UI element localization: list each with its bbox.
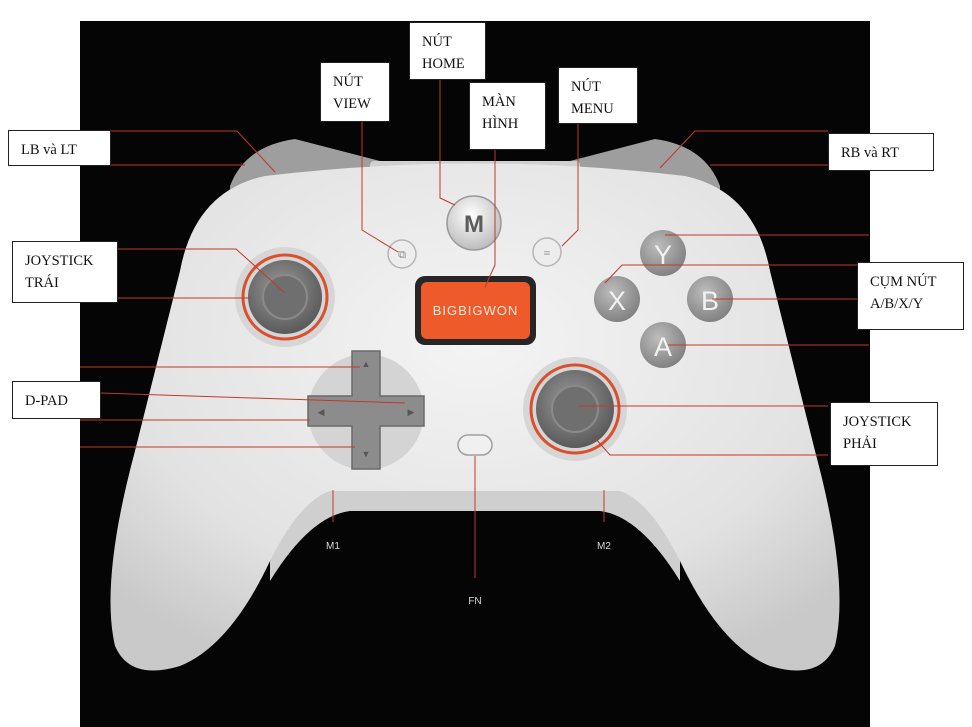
fn-button[interactable]: [457, 434, 493, 456]
callout-screen: MÀN HÌNH: [469, 82, 546, 150]
dpad-left-icon: ◀: [318, 407, 325, 417]
home-logo-icon: M: [464, 211, 484, 238]
dpad-down-icon: ▼: [362, 449, 371, 459]
gamepad-illustration: ▲ ▼ ◀ ▶ ⧉ M ≡ BIGBIGWON Y X B A M1 M2 FN: [110, 139, 840, 671]
callout-dpad: D-PAD: [12, 381, 101, 419]
right-stick-cap: [551, 385, 599, 433]
callout-menu-button: NÚT MENU: [558, 67, 638, 124]
callout-rb-rt: RB và RT: [828, 133, 934, 171]
x-button[interactable]: [594, 276, 640, 322]
display-screen: [421, 282, 530, 339]
m1-label: M1: [326, 541, 340, 552]
left-stick-cap: [262, 274, 308, 320]
x-label: X: [608, 286, 626, 316]
callout-home-button: NÚT HOME: [409, 22, 486, 80]
callout-abxy: CỤM NÚT A/B/X/Y: [857, 262, 964, 330]
menu-button[interactable]: [532, 237, 562, 267]
a-label: A: [654, 332, 672, 362]
view-icon: ⧉: [398, 249, 406, 261]
menu-icon: ≡: [544, 246, 551, 260]
bottom-shadow: [270, 491, 680, 581]
callout-view-button: NÚT VIEW: [320, 62, 390, 122]
a-button[interactable]: [640, 322, 686, 368]
callout-left-joystick: JOYSTICK TRÁI: [12, 241, 118, 303]
y-label: Y: [654, 240, 672, 270]
dpad-up-icon: ▲: [362, 359, 371, 369]
dpad-right-icon: ▶: [408, 407, 415, 417]
m2-label: M2: [597, 541, 611, 552]
right-stick-ring: [529, 363, 621, 455]
b-label: B: [701, 286, 719, 316]
fn-label: FN: [468, 596, 481, 607]
b-button[interactable]: [687, 276, 733, 322]
screen-text: BIGBIGWON: [433, 303, 519, 318]
callout-lb-lt: LB và LT: [8, 130, 111, 166]
callout-right-joystick: JOYSTICK PHẢI: [830, 402, 938, 466]
